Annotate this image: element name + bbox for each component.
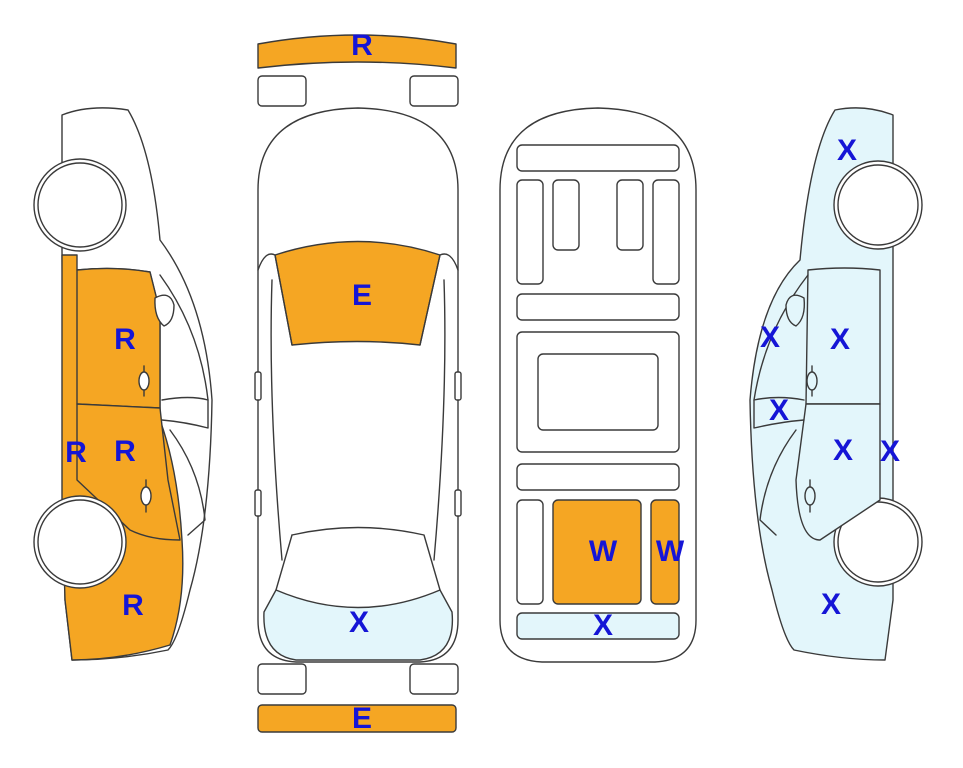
underbody-floor-inner[interactable]	[537, 353, 659, 431]
left-front-door-mark: R	[114, 323, 136, 356]
top-right-mirror[interactable]	[454, 371, 462, 401]
left-rear-door[interactable]	[76, 403, 181, 541]
right-front-wheel-icon	[833, 160, 923, 250]
rear-bumper-panel[interactable]	[257, 704, 457, 733]
rear-taillight-right[interactable]	[409, 663, 459, 695]
underbody-front-left-rail[interactable]	[516, 179, 544, 285]
top-cabin-rear	[291, 526, 441, 591]
left-quarter-panel-mark: R	[122, 589, 144, 622]
front-bumper-mark: R	[351, 29, 373, 62]
trunk-floor-right[interactable]	[650, 499, 680, 605]
underbody-rear-left-rail[interactable]	[516, 499, 544, 605]
left-side-view	[33, 107, 213, 661]
underbody-rear-crossmember[interactable]	[516, 463, 680, 491]
left-rocker-mark: R	[65, 436, 87, 469]
front-bumper-group	[257, 34, 459, 107]
right-mirror[interactable]	[785, 294, 806, 327]
right-side-view	[749, 107, 923, 661]
underbody-front-panel[interactable]	[516, 144, 680, 172]
underbody-crossmember[interactable]	[516, 293, 680, 321]
right-front-door[interactable]	[805, 267, 881, 405]
right-front-door-mark: X	[829, 323, 851, 356]
top-left-mirror[interactable]	[254, 371, 262, 401]
right-front-fender-mark: X	[836, 134, 858, 167]
right-front-door-handle-icon	[806, 365, 818, 397]
rear-taillight-left[interactable]	[257, 663, 307, 695]
trunk-rear-panel-mark: X	[592, 609, 614, 642]
top-right-rear-mirror[interactable]	[454, 489, 462, 517]
trunk-floor-left-mark: W	[588, 535, 618, 568]
right-quarter-panel-mark: X	[820, 588, 842, 621]
left-rear-glass-line	[169, 429, 206, 536]
left-window-line	[161, 396, 209, 429]
top-body-outline	[257, 107, 459, 663]
left-front-door-handle-icon	[138, 365, 150, 397]
top-left-pillar	[257, 253, 293, 346]
underbody-front-right-rail[interactable]	[652, 179, 680, 285]
front-headlight-right[interactable]	[409, 75, 459, 107]
rear-bumper-group	[257, 663, 459, 733]
left-mirror[interactable]	[154, 294, 175, 327]
right-mirror-mark: X	[759, 321, 781, 354]
top-right-side-line	[433, 279, 446, 561]
right-rear-glass-line	[759, 429, 797, 536]
right-rocker-mark: X	[879, 435, 901, 468]
trunk-floor-left[interactable]	[552, 499, 642, 605]
rear-bumper-mark: E	[351, 702, 373, 735]
top-left-rear-mirror[interactable]	[254, 489, 262, 517]
left-windshield-line	[159, 274, 209, 401]
right-rear-wheel-icon	[833, 497, 923, 587]
top-left-side-line	[270, 279, 283, 561]
underbody-view	[499, 107, 697, 663]
right-pillar-mark: X	[768, 394, 790, 427]
left-front-wheel-icon	[33, 158, 127, 252]
top-right-pillar	[419, 253, 459, 346]
underbody-front-right-inner[interactable]	[616, 179, 644, 251]
left-front-door[interactable]	[76, 267, 161, 409]
roof-panel-mark: E	[351, 279, 373, 312]
trunk-floor-right-mark: W	[655, 535, 685, 568]
trunk-rear-panel[interactable]	[516, 612, 680, 640]
left-rear-door-mark: R	[114, 435, 136, 468]
right-rear-door-mark: X	[832, 434, 854, 467]
right-windshield-line	[753, 274, 809, 401]
right-window-line	[753, 396, 805, 429]
right-rear-door[interactable]	[795, 403, 881, 541]
underbody-front-left-inner[interactable]	[552, 179, 580, 251]
top-cabin-rear-left	[275, 534, 293, 591]
left-rear-wheel-icon	[33, 495, 127, 589]
rear-window[interactable]	[263, 589, 454, 661]
left-rear-door-handle-icon	[140, 479, 152, 513]
right-rear-door-handle-icon	[804, 479, 816, 513]
rear-window-mark: X	[348, 606, 370, 639]
front-headlight-left[interactable]	[257, 75, 307, 107]
front-bumper-panel[interactable]	[257, 34, 457, 69]
top-view	[254, 107, 462, 663]
